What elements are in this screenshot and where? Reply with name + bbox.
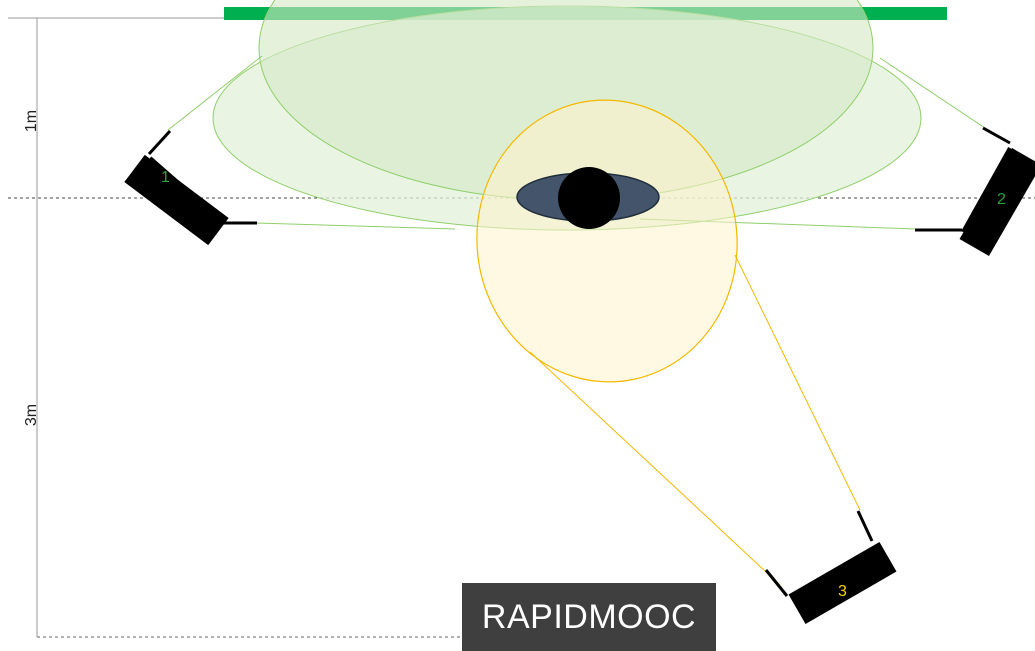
light-1-barndoor-top [147,129,172,156]
light-1-number: 1 [161,169,170,186]
light-3-beam-left [529,351,781,586]
light-3-diffuser [791,546,878,599]
light-2-number: 2 [997,191,1006,208]
brand-label: RAPIDMOOC [462,583,716,651]
subject [516,167,660,229]
light-3: 3 [764,510,897,624]
light-3-number: 3 [838,583,847,600]
light-2-beam-top [879,57,986,129]
light-3-pool [476,99,738,383]
light-1: 1 [124,129,257,246]
dimension-guides: 1m 3m [8,17,1035,638]
dimension-label-3m: 3m [23,404,40,426]
light-1-beam-top [167,55,263,131]
light-2-diffuser [961,147,1012,233]
light-2-barndoor-top [982,126,1011,145]
light-3-beam-right [734,254,861,511]
light-1-body [124,154,229,246]
subject-head [558,167,620,229]
light-1-beam-bottom [255,222,456,230]
light-3-body [788,542,897,624]
light-3-barndoor-right [856,510,874,542]
light-2-body [959,148,1035,256]
light-1-diffuser [148,156,225,224]
light-3-barndoor-left [764,569,789,597]
light-2: 2 [915,126,1035,256]
dimension-label-1m: 1m [23,110,40,132]
fill-light-pool-group [476,99,861,586]
